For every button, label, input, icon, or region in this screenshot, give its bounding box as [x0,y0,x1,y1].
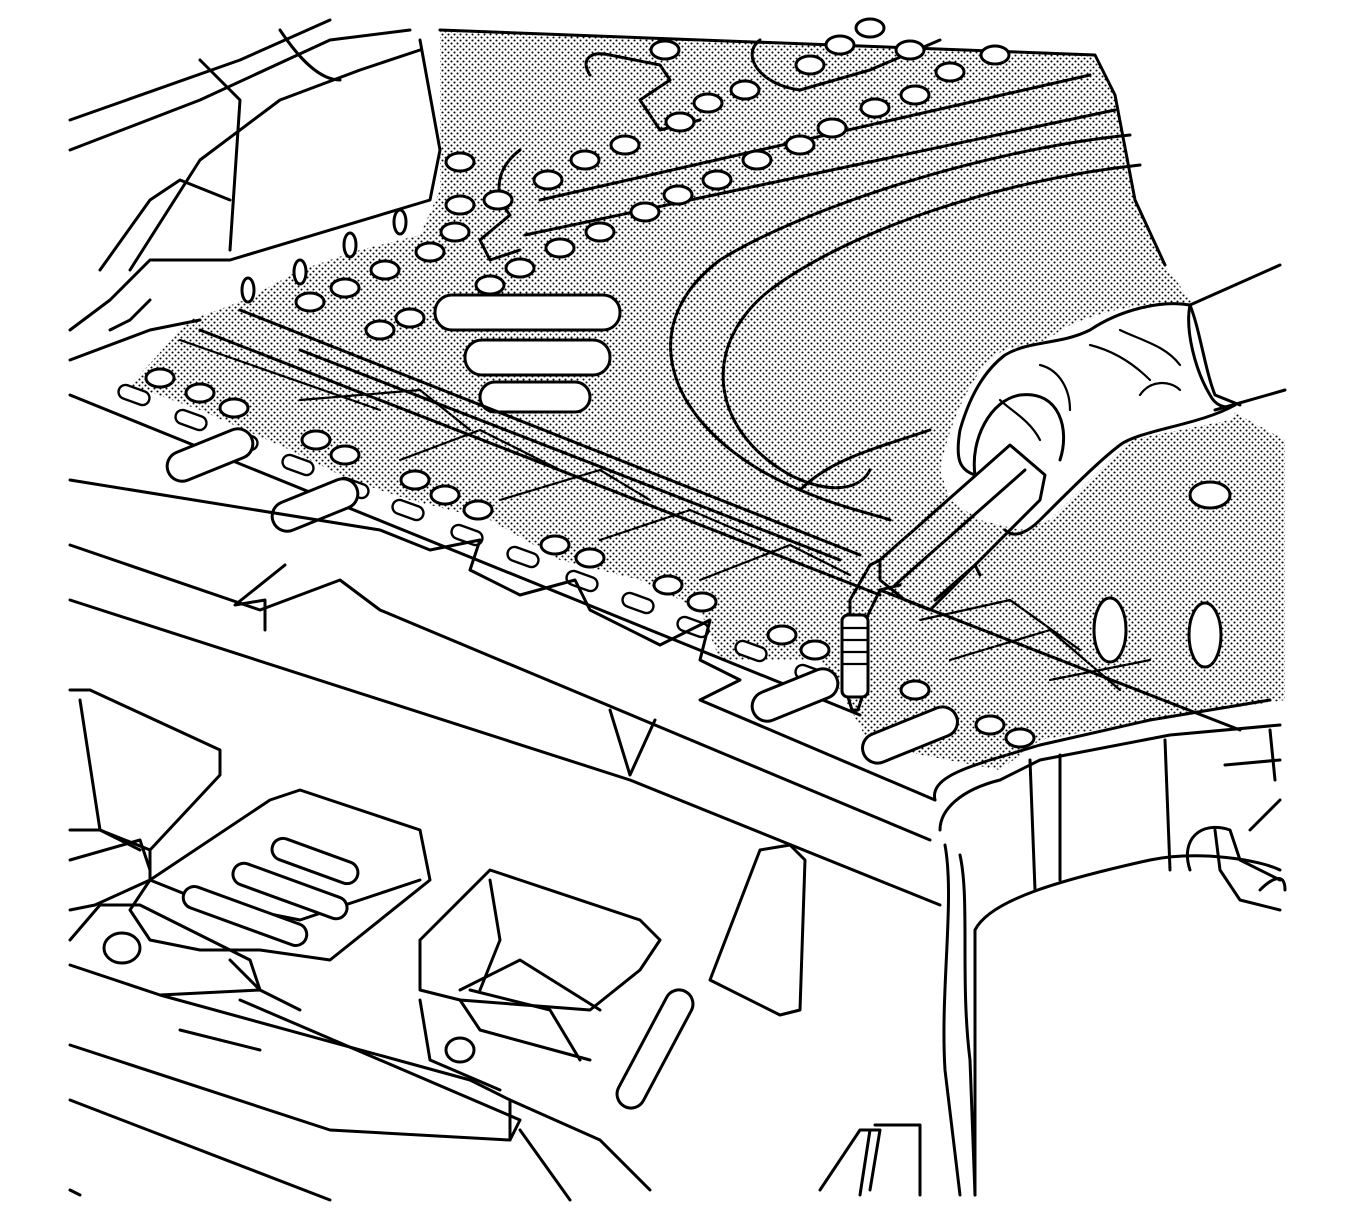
lower-floor-structure [68,688,807,1202]
lower-center-structure [818,1123,922,1197]
weld-bead [117,383,151,407]
glove-wrinkles [998,328,1182,442]
stamping-oval-1 [433,293,622,332]
sill-top-edge [68,478,937,802]
replacement-floor-panel [130,28,1285,770]
panel-holes [144,17,1232,749]
floor-stampings [433,293,622,414]
hole-row-front [144,367,1036,749]
floor-ridge-3 [750,38,942,92]
floor-ridge-1 [584,52,702,132]
glove-hand [956,302,1192,477]
technician-hand-with-tool [840,263,1287,712]
tool-body [878,443,1047,612]
right-wheelhouse [933,698,1287,1197]
panel-rear-edge [438,28,1167,267]
glove-cuff [1187,303,1237,409]
floor-ridge-2 [478,148,522,262]
flange-grid [68,308,1242,732]
glove-fingers [972,393,1237,536]
weld-bead [506,545,540,569]
wheelhouse-arch-outer [669,133,1132,522]
sill-notch-left [233,563,287,632]
left-side-structure [68,18,442,362]
wheelhouse-arch-inner [721,163,1142,490]
weld-bead [391,498,425,522]
sill-lower-edge [68,543,932,842]
tool-body-face [893,468,1027,602]
tool-neck [848,558,902,622]
panel-crease [798,428,932,492]
sill-face [68,598,942,907]
weld-bead [281,453,315,477]
weld-bead [174,408,208,432]
hole-row-mid [294,134,1232,510]
tool-tip [846,695,864,712]
panel-raised-rib [523,73,1117,237]
weld-bead [621,591,655,615]
front-edge-slots [165,427,959,765]
stamping-oval-2 [463,338,612,377]
hole-row-rear [504,17,1011,279]
panel-stipple-area [130,30,1285,770]
cross-sill [68,478,942,907]
sill-notch-right [608,708,657,777]
stamping-oval-3 [478,380,592,414]
glove-fill [940,303,1240,530]
weld-bead [734,639,768,663]
vertical-slots [240,208,1223,669]
